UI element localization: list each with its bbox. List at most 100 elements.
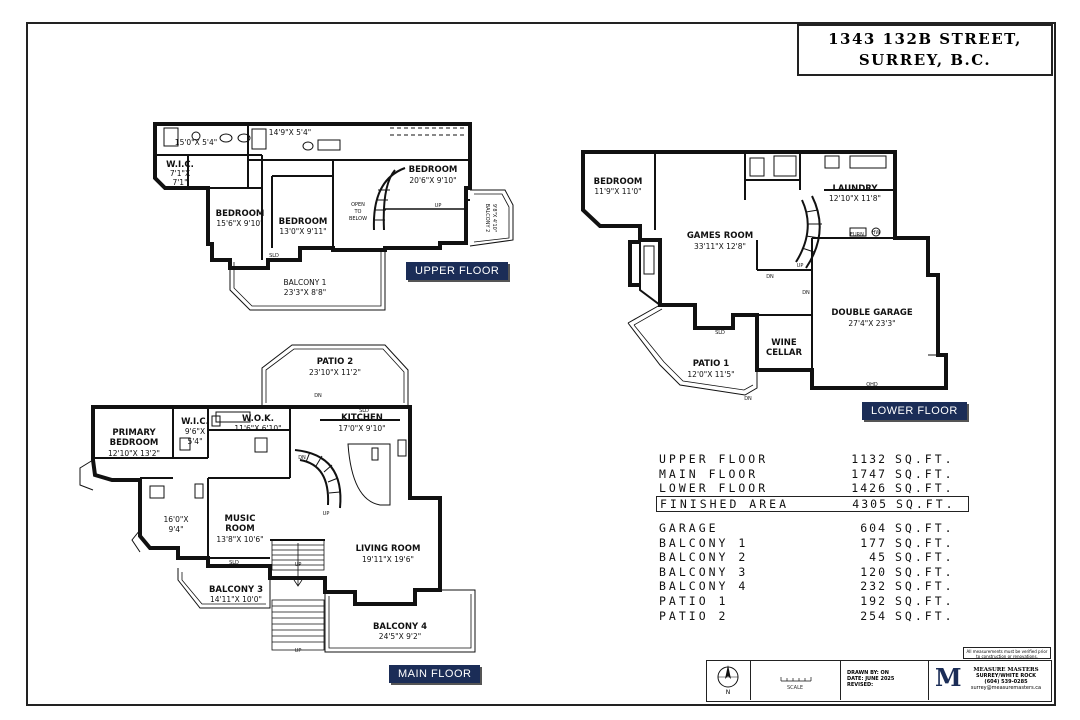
main-wok-dims: 11'6"X 6'10"	[234, 424, 281, 433]
main-dn-2: DN	[298, 455, 306, 461]
upper-balcony1-label: BALCONY 1	[284, 278, 327, 287]
summary-unit: SQ.FT.	[895, 535, 955, 550]
lower-patio1-label: PATIO 1	[693, 359, 730, 369]
summary-unit: SQ.FT.	[895, 550, 955, 565]
upper-bedroom-c-label: BEDROOM	[409, 165, 458, 175]
summary-name: GARAGE	[659, 521, 719, 536]
main-music-label-1: MUSIC	[225, 514, 256, 524]
north-arrow-icon	[717, 665, 739, 688]
scale-bar-icon	[780, 677, 812, 682]
drawn-by-text: DRAWN BY: ON	[847, 670, 889, 676]
upper-floor-tag: UPPER FLOOR	[406, 262, 509, 280]
upper-ensuite-dims: 15'0"X 5'4"	[175, 138, 217, 147]
upper-open-below-1: OPEN	[351, 202, 365, 208]
lower-garage-label: DOUBLE GARAGE	[831, 308, 912, 318]
summary-unit: SQ.FT.	[895, 579, 955, 594]
lower-ohd: OHD	[866, 382, 878, 388]
main-primary-label-2: BEDROOM	[110, 438, 159, 448]
company-email: surrey@measuremasters.ca	[970, 685, 1042, 691]
lower-bedroom-dims: 11'9"X 11'0"	[594, 187, 641, 196]
upper-sld: SLD	[269, 253, 279, 259]
summary-name: PATIO 1	[659, 594, 729, 609]
drawn-by-cell: DRAWN BY: ON DATE: JUNE 2025 REVISED:	[841, 661, 929, 700]
main-up-2: UP	[295, 562, 302, 568]
main-floor-tag: MAIN FLOOR	[389, 665, 481, 683]
main-balcony4-label: BALCONY 4	[373, 622, 427, 632]
main-kitchen-label: KITCHEN	[341, 413, 383, 423]
lower-laundry-dims: 12'10"X 11'8"	[829, 194, 881, 203]
main-dn-1: DN	[314, 393, 322, 399]
main-up-3: UP	[295, 648, 302, 654]
main-wic-dims-a: 9'6"X	[185, 427, 205, 436]
main-primary-dims: 12'10"X 13'2"	[108, 449, 160, 458]
summary-unit: SQ.FT.	[895, 564, 955, 579]
upper-balcony2-dims: 9'8"X 4'10"	[491, 204, 497, 232]
upper-balcony1-dims: 23'3"X 8'8"	[284, 288, 326, 297]
upper-wic-dims-b: 7'1"	[172, 178, 187, 187]
main-sld-2: SLD	[229, 560, 239, 566]
upper-bath-dims: 14'9"X 5'4"	[269, 128, 311, 137]
upper-open-below-3: BELOW	[349, 216, 367, 222]
lower-sld: SLD	[715, 330, 725, 336]
main-up-1: UP	[323, 511, 330, 517]
company-cell: M MEASURE MASTERS SURREY/WHITE ROCK (604…	[929, 661, 1051, 700]
address-line-1: 1343 132B STREET,	[828, 30, 1022, 48]
main-floor-plan	[79, 344, 476, 653]
drawing-frame	[26, 22, 1056, 706]
upper-stair-up: UP	[435, 203, 442, 209]
summary-value: 1132	[851, 452, 887, 467]
main-wic-label: W.I.C.	[181, 417, 209, 427]
main-balcony3-dims: 14'11"X 10'0"	[210, 595, 262, 604]
upper-bedroom-b-label: BEDROOM	[279, 217, 328, 227]
summary-value: 1426	[851, 481, 887, 496]
lower-games-dims: 33'11"X 12'8"	[694, 242, 746, 251]
main-ensuite-dims-b: 9'4"	[168, 525, 183, 534]
upper-balcony2-label: BALCONY 2	[484, 204, 490, 233]
upper-bedroom-a-dims: 15'6"X 9'10"	[216, 219, 263, 228]
summary-unit: SQ.FT.	[895, 594, 955, 609]
lower-patio1-dims: 12'0"X 11'5"	[687, 370, 734, 379]
address-line-2: SURREY, B.C.	[858, 51, 992, 69]
lower-dn-3: DN	[744, 396, 752, 402]
company-logo-mark: M	[935, 663, 962, 692]
summary-name: FINISHED AREA	[660, 496, 790, 511]
main-wok-label: W.O.K.	[242, 414, 274, 424]
upper-floor-labels: 15'0"X 5'4" 14'9"X 5'4" W.I.C. 7'1"X 7'1…	[166, 128, 497, 297]
disclaimer-note: All measurements must be verified prior …	[963, 647, 1051, 659]
main-floor-labels: PATIO 2 23'10"X 11'2" KITCHEN 17'0"X 9'1…	[108, 357, 427, 654]
summary-value: 177	[860, 535, 887, 550]
main-ensuite-dims-a: 16'0"X	[164, 515, 189, 524]
main-balcony3-label: BALCONY 3	[209, 585, 263, 595]
upper-open-below-2: TO	[354, 209, 362, 215]
summary-name: BALCONY 4	[659, 579, 749, 594]
lower-games-label: GAMES ROOM	[687, 231, 753, 241]
upper-wic-label: W.I.C.	[166, 160, 194, 170]
summary-unit: SQ.FT.	[895, 608, 955, 623]
upper-bedroom-c-dims: 20'6"X 9'10"	[409, 176, 456, 185]
main-wic-dims-b: 5'4"	[187, 437, 202, 446]
lower-laundry-label: LAUNDRY	[832, 184, 878, 194]
summary-name: MAIN FLOOR	[659, 466, 759, 481]
upper-wic-dims-a: 7'1"X	[170, 169, 190, 178]
main-music-label-2: ROOM	[225, 524, 254, 534]
summary-unit: SQ.FT.	[895, 466, 955, 481]
main-patio2-dims: 23'10"X 11'2"	[309, 368, 361, 377]
lower-dn-1: DN	[766, 274, 774, 280]
summary-name: BALCONY 3	[659, 564, 749, 579]
date-text: DATE: JUNE 2025	[847, 676, 895, 682]
lower-bedroom-label: BEDROOM	[594, 177, 643, 187]
title-block: N SCALE DRAWN BY: ON DATE: JUNE 2025 REV…	[706, 660, 1052, 702]
upper-bedroom-a-label: BEDROOM	[216, 209, 265, 219]
upper-floor-plan	[153, 122, 514, 311]
summary-gap	[659, 512, 969, 521]
